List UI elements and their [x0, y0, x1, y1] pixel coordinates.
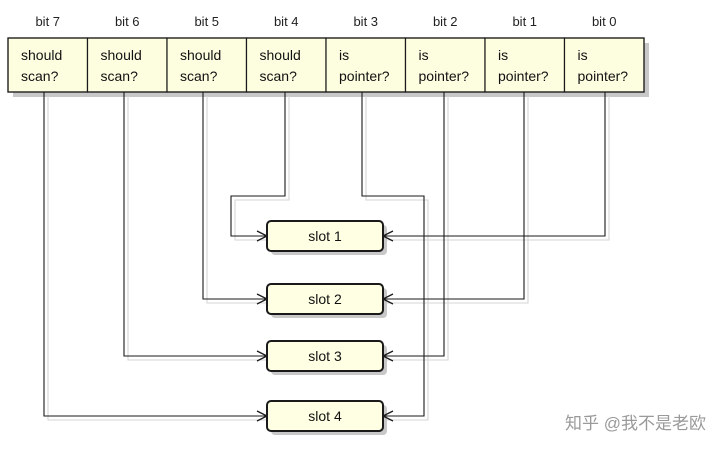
connector-shadow [387, 96, 449, 361]
connector-shadow [127, 96, 271, 361]
connector-arrow [383, 92, 606, 236]
bit-label: bit 5 [194, 14, 219, 29]
slot-box [266, 283, 384, 315]
connector-arrow [383, 92, 445, 356]
connector-arrow [202, 92, 267, 299]
slot-label: slot 1 [308, 228, 342, 244]
bit-cell-text: is [578, 47, 588, 63]
bit-label: bit 6 [115, 14, 140, 29]
bit-cell-text: pointer? [578, 68, 629, 84]
bit-label: bit 0 [592, 14, 617, 29]
bit-cell-text: is [339, 47, 349, 63]
bit-labels: bit 7 bit 6 bit 5 bit 4 bit 3 bit 2 bit 1 bit 0 [35, 14, 616, 29]
register-outline [7, 37, 645, 93]
bit-cell [404, 37, 486, 93]
bit-cell-text: scan? [180, 68, 218, 84]
slot-box [266, 400, 384, 432]
slot-box [266, 220, 384, 252]
bit-cell-text: should [260, 47, 301, 63]
bit-cell-text: should [180, 47, 221, 63]
bit-cell-text: scan? [101, 68, 139, 84]
connector-shadow [365, 96, 429, 421]
bit-cell-text: should [21, 47, 62, 63]
connectors [43, 92, 606, 416]
connector-arrow [43, 92, 267, 416]
bit-label: bit 3 [353, 14, 378, 29]
bit-cell-text: pointer? [498, 68, 549, 84]
connector-arrow [123, 92, 267, 356]
slots: slot 1 slot 2 slot 3 slot 4 [266, 220, 384, 432]
bit-cell-text: scan? [260, 68, 298, 84]
bit-label: bit 7 [35, 14, 60, 29]
slot-label: slot 4 [308, 408, 342, 424]
connector-shadow [234, 96, 290, 241]
connector-shadow [206, 96, 271, 304]
slot-box [266, 340, 384, 372]
bit-cell-text: should [101, 47, 142, 63]
connector-shadow [47, 96, 271, 421]
bit-cell-text: is [419, 47, 429, 63]
bit-cell-text: scan? [21, 68, 59, 84]
connector-shadow [387, 96, 610, 241]
slot-label: slot 2 [308, 291, 342, 307]
bit-register: should scan? should scan? should scan? should s… [7, 37, 645, 93]
connector-arrow [230, 92, 286, 236]
slot-label: slot 3 [308, 348, 342, 364]
bit-cell [484, 37, 566, 93]
bit-label: bit 2 [433, 14, 458, 29]
connector-arrow [383, 92, 525, 299]
bit-label: bit 4 [274, 14, 299, 29]
bit-cell [245, 37, 327, 93]
connector-shadow [387, 96, 529, 304]
bit-cell-text: is [498, 47, 508, 63]
connector-arrow [361, 92, 425, 416]
bit-label: bit 1 [512, 14, 537, 29]
bit-cell-text: pointer? [339, 68, 390, 84]
watermark: 知乎 @我不是老欧 [565, 414, 706, 433]
bit-cell-text: pointer? [419, 68, 470, 84]
